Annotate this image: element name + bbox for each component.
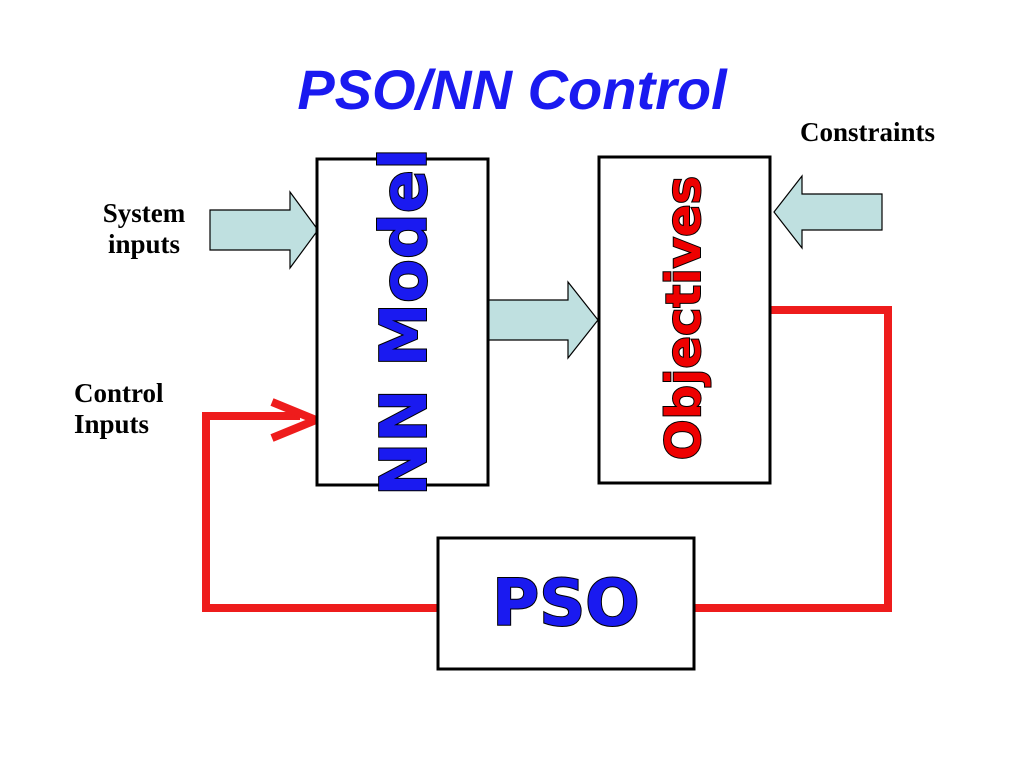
objectives-text: Objectives	[656, 176, 712, 460]
pso-text: PSO	[492, 567, 639, 641]
nn-model-block	[315, 157, 490, 487]
feedback-line-objectives-to-pso	[694, 306, 892, 612]
constraints-arrow	[773, 174, 883, 250]
nn-model-text: NN Model	[368, 148, 442, 496]
feedback-line-pso-to-nn	[202, 412, 438, 612]
system-inputs-line2: inputs	[107, 229, 181, 260]
pso-block	[436, 536, 696, 671]
constraints-label: Constraints	[800, 117, 936, 147]
system-inputs-label: System inputs	[84, 198, 204, 260]
model-to-objectives-arrow	[487, 280, 599, 360]
control-inputs-line2: Inputs	[74, 409, 150, 440]
slide-title: PSO/NN Control	[297, 58, 727, 121]
system-inputs-line1: System	[102, 198, 186, 228]
objectives-block	[597, 155, 772, 485]
control-inputs-label: Control Inputs	[74, 378, 198, 440]
system-inputs-arrow	[209, 190, 319, 270]
control-inputs-line1: Control	[74, 378, 164, 408]
